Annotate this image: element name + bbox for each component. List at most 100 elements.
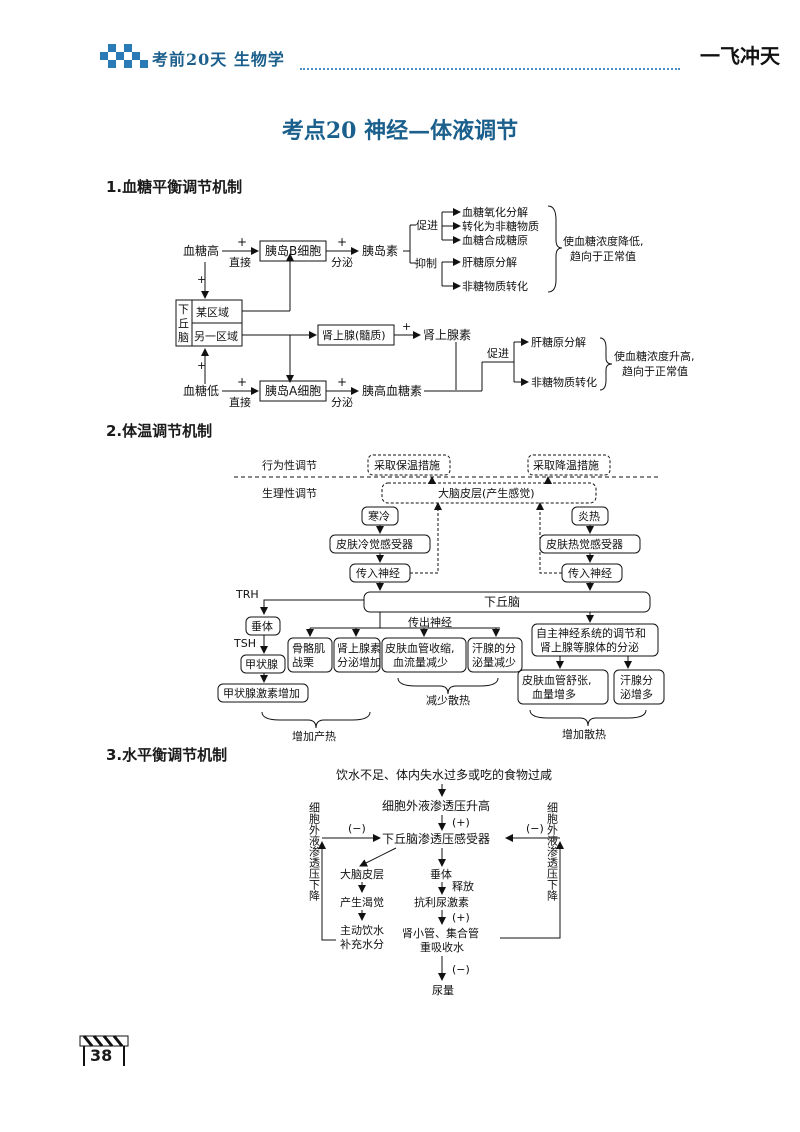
water-diagram: 饮水不足、体内失水过多或吃的食物过咸 细胞外液渗透压升高 (+) 下丘脑渗透压感… bbox=[308, 767, 564, 997]
cold-label: 寒冷 bbox=[368, 509, 390, 523]
adrenal-sec-line1: 肾上腺素 bbox=[337, 641, 381, 655]
thyroxine-label: 甲状腺激素增加 bbox=[223, 686, 300, 700]
page-number-badge bbox=[76, 1030, 132, 1070]
more-dissipation-label: 增加散热 bbox=[562, 727, 606, 741]
hypothalamus-label: 下丘脑 bbox=[484, 595, 520, 609]
section-heading-water: 3.水平衡调节机制 bbox=[106, 746, 228, 764]
gluc-effect-1: 肝糖原分解 bbox=[531, 335, 586, 349]
plus-label: (+) bbox=[452, 816, 470, 829]
thyroid-box bbox=[240, 654, 286, 674]
region1-label: 某区域 bbox=[196, 306, 229, 319]
header-rule bbox=[300, 68, 680, 70]
plus-sign: + bbox=[237, 375, 247, 389]
water-cause-label: 饮水不足、体内失水过多或吃的食物过咸 bbox=[336, 767, 552, 782]
promote-label: 促进 bbox=[487, 346, 509, 360]
inhibit-label: 抑制 bbox=[415, 256, 437, 270]
vasoconstrict-line1: 皮肤血管收缩, bbox=[385, 641, 455, 655]
adh-label: 抗利尿激素 bbox=[414, 895, 469, 909]
insulin-effect-3: 血糖合成糖原 bbox=[462, 233, 528, 247]
glucose-diagram: 血糖高 + 直接 胰岛B细胞 + 分泌 胰岛素 促进 抑制 血糖氧化分解 转化为… bbox=[175, 205, 695, 409]
sweat-more-box bbox=[613, 669, 665, 705]
sweat-less-box bbox=[467, 637, 523, 673]
hypo-char-1: 下 bbox=[178, 303, 189, 316]
barrier-icon bbox=[79, 1035, 129, 1066]
more-heat-label: 增加产热 bbox=[292, 729, 336, 743]
kidney-line2: 重吸收水 bbox=[420, 940, 464, 954]
beta-cell-label: 胰岛B细胞 bbox=[265, 243, 321, 258]
less-heat-label: 减少散热 bbox=[426, 693, 470, 707]
thyroxine-box bbox=[217, 683, 309, 703]
adrenal-sec-line2: 分泌增加 bbox=[337, 655, 381, 669]
gluc-effect-2: 非糖物质转化 bbox=[531, 375, 597, 389]
plus-sign: + bbox=[337, 375, 347, 389]
afferent-label: 传入神经 bbox=[356, 566, 400, 580]
secrete-label: 分泌 bbox=[331, 396, 353, 409]
header-logo-pattern bbox=[100, 42, 148, 72]
plus-sign: + bbox=[337, 235, 347, 249]
behavioral-label: 行为性调节 bbox=[262, 458, 317, 472]
side-label-right: 细胞外液渗透压下降 bbox=[546, 802, 559, 901]
trh-label: TRH bbox=[235, 588, 259, 601]
water-cortex-label: 大脑皮层 bbox=[340, 867, 384, 881]
muscle-line2: 战栗 bbox=[292, 656, 314, 669]
adrenal-secretion-box bbox=[333, 637, 381, 673]
insulin-effect-2: 转化为非糖物质 bbox=[462, 219, 539, 233]
side-text-left: 细胞外液渗透压下降 bbox=[308, 802, 321, 901]
brace bbox=[529, 709, 647, 727]
hot-label: 炎热 bbox=[578, 510, 600, 523]
region2-label: 另一区域 bbox=[194, 330, 238, 343]
side-label-left: 细胞外液渗透压下降 bbox=[308, 802, 321, 901]
vasoconstrict-box bbox=[381, 637, 467, 673]
plus-label: (+) bbox=[452, 911, 470, 924]
pituitary-label: 垂体 bbox=[251, 619, 273, 633]
minus-label: (−) bbox=[526, 822, 544, 835]
plus-sign: + bbox=[197, 359, 206, 372]
cortex-box bbox=[381, 482, 597, 504]
drink-line2: 补充水分 bbox=[340, 937, 384, 951]
physiological-label: 生理性调节 bbox=[262, 486, 317, 500]
cool-down-label: 采取降温措施 bbox=[533, 458, 599, 472]
glucose-low-label: 血糖低 bbox=[183, 383, 219, 398]
section-heading-glucose: 1.血糖平衡调节机制 bbox=[106, 178, 243, 196]
autonomic-box bbox=[531, 623, 659, 657]
muscle-box bbox=[287, 637, 333, 673]
adrenaline-label: 肾上腺素 bbox=[423, 328, 471, 342]
plus-sign: + bbox=[402, 320, 411, 333]
osm-up-label: 细胞外液渗透压升高 bbox=[382, 798, 490, 813]
plus-sign: + bbox=[197, 273, 206, 286]
alpha-cell-label: 胰岛A细胞 bbox=[265, 383, 321, 398]
brace bbox=[397, 677, 499, 695]
hypo-char-3: 脑 bbox=[178, 331, 189, 344]
drink-line1: 主动饮水 bbox=[340, 924, 384, 937]
hypothalamus-box bbox=[363, 591, 651, 613]
sweat-less-line1: 汗腺的分 bbox=[472, 641, 516, 655]
muscle-line1: 骨骼肌 bbox=[292, 641, 325, 655]
page-title: 考点20 神经—体液调节 bbox=[281, 118, 519, 144]
thirst-label: 产生渴觉 bbox=[340, 895, 384, 909]
increase-result-2: 趋向于正常值 bbox=[622, 364, 688, 378]
cool-down-box bbox=[527, 454, 611, 476]
plus-sign: + bbox=[237, 235, 247, 249]
decrease-result-2: 趋向于正常值 bbox=[570, 249, 636, 263]
brace bbox=[599, 337, 613, 391]
insulin-label: 胰岛素 bbox=[362, 243, 398, 258]
vasodilate-line1: 皮肤血管舒张, bbox=[522, 673, 592, 687]
keep-warm-box bbox=[367, 454, 451, 476]
inhibit-effect-1: 肝糖原分解 bbox=[462, 255, 517, 269]
water-pituitary-label: 垂体 bbox=[430, 867, 452, 881]
direct-label: 直接 bbox=[229, 255, 251, 269]
heat-receptor-label: 皮肤热觉感受器 bbox=[546, 537, 623, 551]
thyroid-label: 甲状腺 bbox=[245, 657, 278, 671]
checker-pattern-icon bbox=[100, 44, 148, 68]
tsh-label: TSH bbox=[233, 637, 256, 650]
sweat-less-line2: 泌量减少 bbox=[472, 656, 516, 669]
pituitary-box bbox=[245, 616, 281, 636]
vasoconstrict-line2: 血流量减少 bbox=[393, 655, 448, 669]
increase-result-1: 使血糖浓度升高, bbox=[614, 349, 695, 363]
side-text-right: 细胞外液渗透压下降 bbox=[546, 802, 559, 901]
promote-label: 促进 bbox=[416, 218, 438, 232]
sweat-more-line1: 汗腺分 bbox=[620, 673, 653, 687]
vasodilate-line2: 血量增多 bbox=[532, 687, 576, 701]
urine-label: 尿量 bbox=[432, 984, 454, 997]
